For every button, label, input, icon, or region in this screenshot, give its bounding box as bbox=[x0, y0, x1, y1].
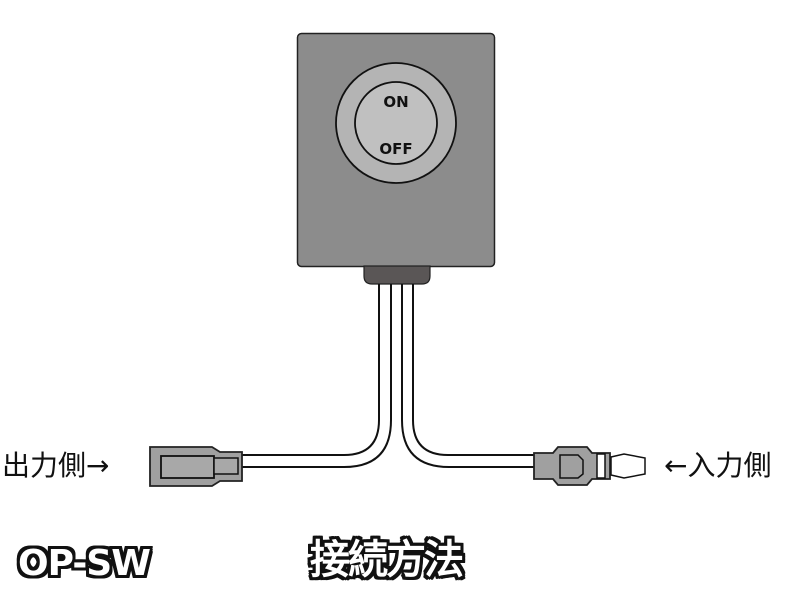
output-cable-edge-outer bbox=[240, 284, 380, 456]
switch-on-label: ON bbox=[383, 93, 408, 111]
output-cable-edge-inner bbox=[240, 284, 392, 468]
model-name: OP-SW bbox=[18, 543, 151, 584]
output-side-label: 出力側→ bbox=[2, 449, 110, 482]
cable-grommet bbox=[363, 265, 431, 285]
output-connector bbox=[149, 446, 243, 487]
input-cable-edge-outer bbox=[412, 284, 535, 456]
cables bbox=[240, 284, 535, 468]
switch-off-label: OFF bbox=[379, 140, 412, 158]
input-side-label: ←入力側 bbox=[664, 449, 772, 482]
input-connector bbox=[533, 446, 646, 486]
diagram-title: 接続方法 bbox=[310, 537, 464, 583]
switch-knob[interactable] bbox=[354, 81, 438, 165]
input-cable-edge-inner bbox=[401, 284, 535, 468]
switch-unit: ON OFF bbox=[296, 32, 496, 285]
